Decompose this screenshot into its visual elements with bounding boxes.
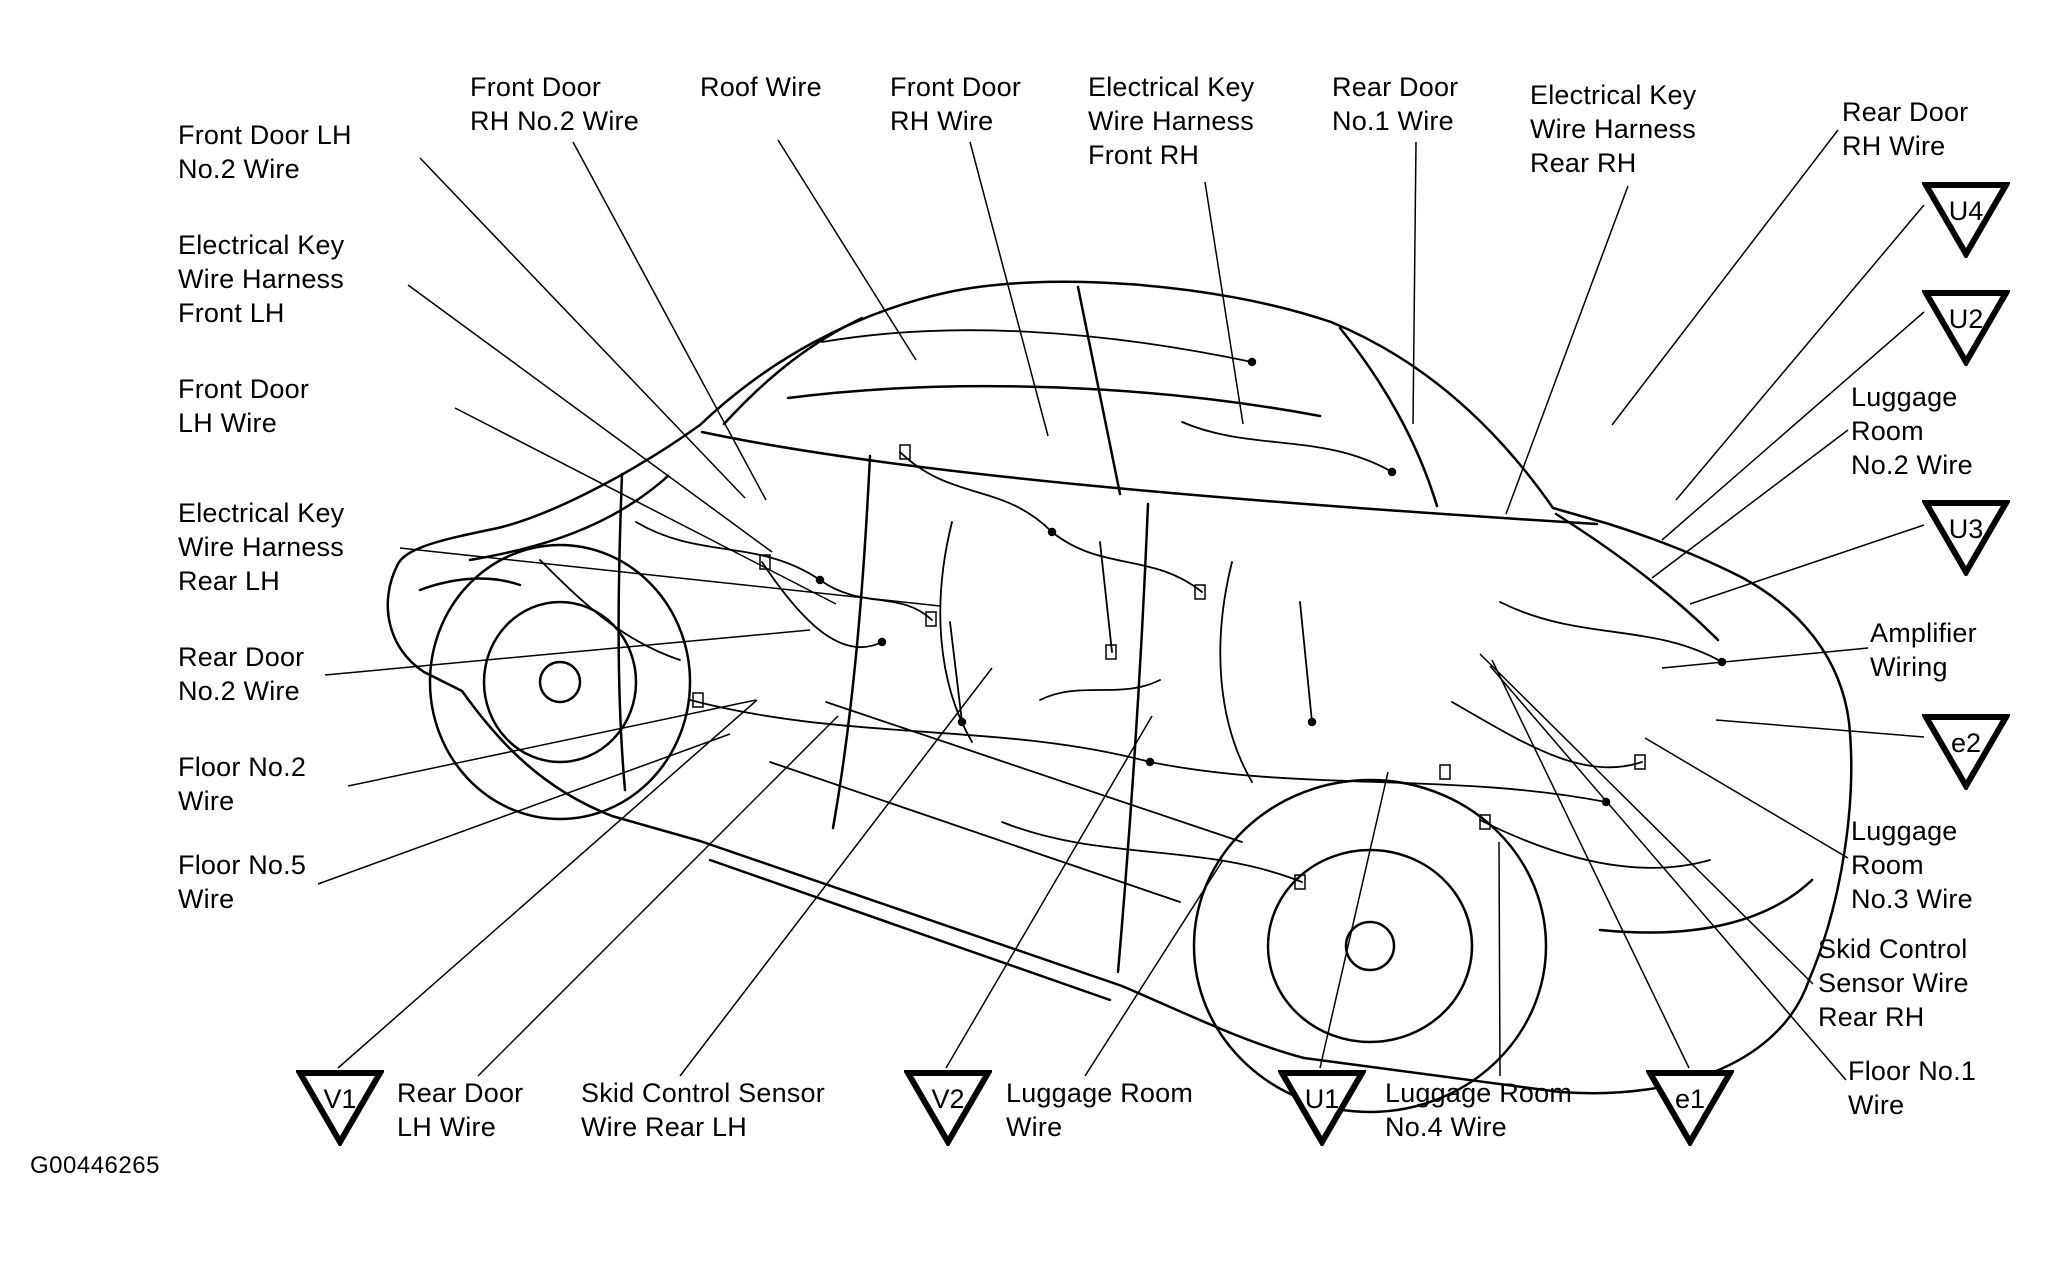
- headlight: [418, 577, 522, 592]
- label-amplifier-wiring: Amplifier Wiring: [1870, 618, 1977, 682]
- a-pillar-inner: [722, 316, 864, 426]
- hood-crease: [468, 474, 670, 562]
- connector-symbol-e1: e1: [1646, 1068, 1734, 1146]
- label-luggage-room-no2-wire: Luggage Room No.2 Wire: [1851, 382, 1973, 480]
- connector-label: V2: [931, 1084, 964, 1114]
- label-roof-wire: Roof Wire: [700, 72, 822, 102]
- triangle-icon: V1: [296, 1070, 384, 1146]
- label-front-door-lh-no2-wire: Front Door LH No.2 Wire: [178, 120, 352, 184]
- connector-label: U3: [1949, 514, 1984, 544]
- label-rear-door-lh-wire: Rear Door LH Wire: [397, 1078, 524, 1142]
- front-wheel-rim: [482, 600, 638, 764]
- far-door-top-edge: [786, 384, 1322, 418]
- label-elec-key-harness-rear-lh: Electrical Key Wire Harness Rear LH: [178, 498, 345, 596]
- label-floor-no1-wire: Floor No.1 Wire: [1848, 1056, 1977, 1120]
- wheels: [428, 543, 1548, 1114]
- connector-symbol-u2: U2: [1922, 288, 2010, 366]
- connector-label: U1: [1305, 1084, 1340, 1114]
- connector-label: U4: [1949, 196, 1984, 226]
- connector-symbol-v1: V1: [296, 1068, 384, 1146]
- label-floor-no5-wire: Floor No.5 Wire: [178, 850, 307, 914]
- connector-symbol-u3: U3: [1922, 498, 2010, 576]
- label-floor-no2-wire: Floor No.2 Wire: [178, 752, 307, 816]
- label-front-door-lh-wire: Front Door LH Wire: [178, 374, 310, 438]
- trunk-seam: [1554, 512, 1720, 642]
- beltline: [700, 430, 1599, 526]
- label-rear-door-rh-wire: Rear Door RH Wire: [1842, 97, 1969, 161]
- fender-seam: [617, 472, 627, 792]
- label-front-door-rh-no2-wire: Front Door RH No.2 Wire: [470, 72, 639, 136]
- rear-bumper-crease: [1598, 878, 1814, 934]
- label-elec-key-harness-front-rh: Electrical Key Wire Harness Front RH: [1088, 72, 1255, 170]
- connector-symbol-v2: V2: [904, 1068, 992, 1146]
- car-body: [386, 280, 1853, 1095]
- rear-wheel-tire: [1192, 778, 1548, 1114]
- label-elec-key-harness-front-lh: Electrical Key Wire Harness Front LH: [178, 230, 345, 328]
- c-pillar-inner: [1338, 326, 1439, 508]
- wiring-harnesses: [539, 329, 1723, 903]
- label-luggage-room-wire: Luggage Room Wire: [1006, 1078, 1194, 1142]
- label-skid-sensor-rear-lh: Skid Control Sensor Wire Rear LH: [581, 1078, 825, 1142]
- label-front-door-rh-wire: Front Door RH Wire: [890, 72, 1022, 136]
- front-wheel-hub: [538, 660, 582, 704]
- front-wheel-tire: [428, 543, 692, 821]
- label-luggage-room-no4-wire: Luggage Room No.4 Wire: [1385, 1078, 1573, 1142]
- connector-label: e2: [1951, 728, 1981, 758]
- front-door-seam: [831, 454, 872, 830]
- triangle-icon: e1: [1646, 1070, 1734, 1146]
- triangle-icon: U4: [1922, 182, 2010, 258]
- label-rear-door-no1-wire: Rear Door No.1 Wire: [1332, 72, 1459, 136]
- label-rear-door-no2-wire: Rear Door No.2 Wire: [178, 642, 305, 706]
- rear-wheel-hub: [1344, 920, 1396, 972]
- connector-label: e1: [1675, 1084, 1705, 1114]
- triangle-icon: e2: [1922, 714, 2010, 790]
- triangle-icon: U3: [1922, 500, 2010, 576]
- label-skid-sensor-rear-rh: Skid Control Sensor Wire Rear RH: [1818, 934, 1969, 1032]
- rear-door-seam: [1116, 502, 1150, 974]
- label-luggage-room-no3-wire: Luggage Room No.3 Wire: [1851, 816, 1973, 914]
- car-silhouette: [386, 280, 1853, 1095]
- connector-symbol-u1: U1: [1278, 1068, 1366, 1146]
- connector-symbol-u4: U4: [1922, 180, 2010, 258]
- leader-lines: [317, 129, 1925, 1081]
- rear-wheel-rim: [1266, 848, 1474, 1044]
- triangle-icon: V2: [904, 1070, 992, 1146]
- harness-connectors: [692, 357, 1727, 890]
- connector-symbol-e2: e2: [1922, 712, 2010, 790]
- label-elec-key-harness-rear-rh: Electrical Key Wire Harness Rear RH: [1530, 80, 1697, 178]
- connector-label: U2: [1949, 304, 1984, 334]
- figure-id: G00446265: [30, 1152, 160, 1179]
- connector-label: V1: [323, 1084, 356, 1114]
- triangle-icon: U2: [1922, 290, 2010, 366]
- triangle-icon: U1: [1278, 1070, 1366, 1146]
- rocker-inner: [708, 858, 1112, 1002]
